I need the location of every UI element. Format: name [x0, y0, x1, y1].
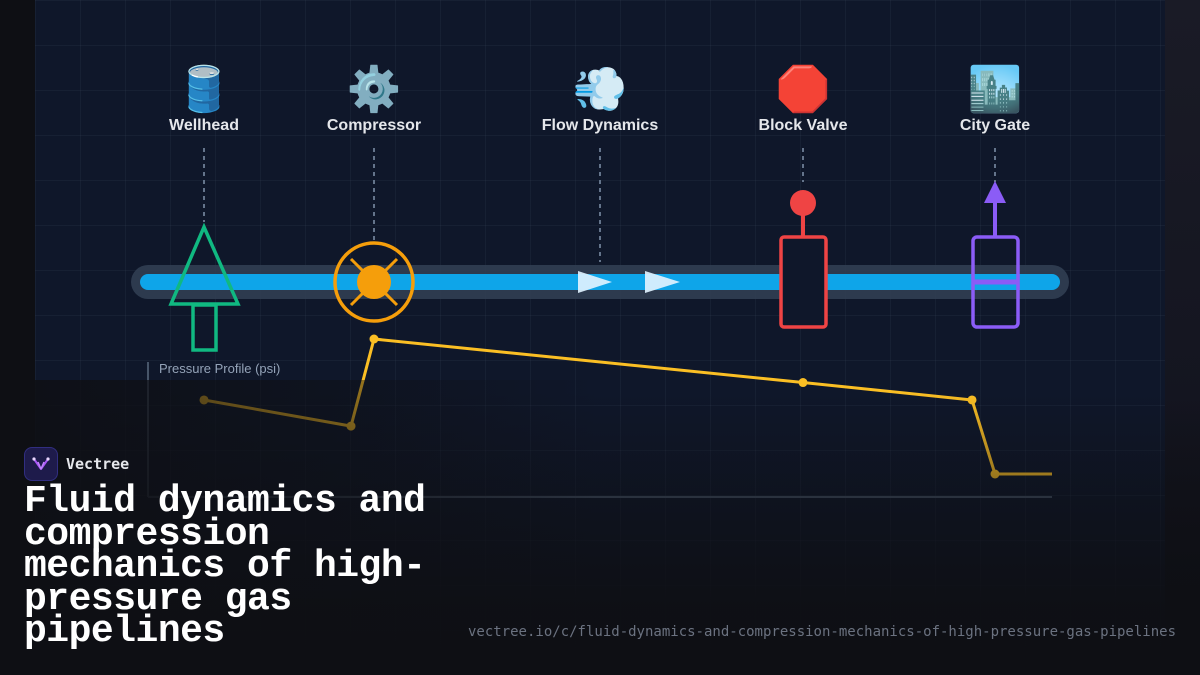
pressure-point: [369, 334, 379, 344]
block-valve-symbol: [779, 190, 828, 329]
cityscape-icon: 🏙️: [968, 64, 1023, 114]
stage-label-flow-dynamics: Flow Dynamics: [542, 117, 659, 134]
stop-sign-icon: 🛑: [776, 64, 831, 114]
stage-label-city-gate: City Gate: [960, 117, 1030, 134]
pressure-line: [203, 337, 997, 475]
wind-icon: 💨: [573, 65, 628, 114]
pressure-point: [798, 378, 808, 388]
pressure-chart: Pressure Profile (psi): [147, 334, 1052, 498]
stage-label-wellhead: Wellhead: [169, 117, 239, 134]
oil-drum-icon: 🛢️: [177, 64, 232, 114]
gear-icon: ⚙️: [347, 64, 402, 114]
pressure-point: [199, 395, 209, 405]
pressure-point: [990, 469, 1000, 479]
connector-lines: [203, 148, 996, 262]
vectree-logo-icon: [24, 447, 58, 481]
stage-label-block-valve: Block Valve: [759, 117, 848, 134]
page-url[interactable]: vectree.io/c/fluid-dynamics-and-compress…: [467, 624, 1176, 640]
pressure-point: [346, 421, 356, 431]
brand-name: Vectree: [66, 455, 130, 473]
brand: Vectree: [24, 447, 129, 481]
page-title: Fluid dynamics and compression mechanics…: [24, 480, 426, 653]
pressure-point: [967, 395, 977, 405]
y-axis-label: Pressure Profile (psi): [159, 361, 280, 376]
stage-label-compressor: Compressor: [327, 117, 421, 134]
city-gate-symbol: [971, 181, 1020, 329]
